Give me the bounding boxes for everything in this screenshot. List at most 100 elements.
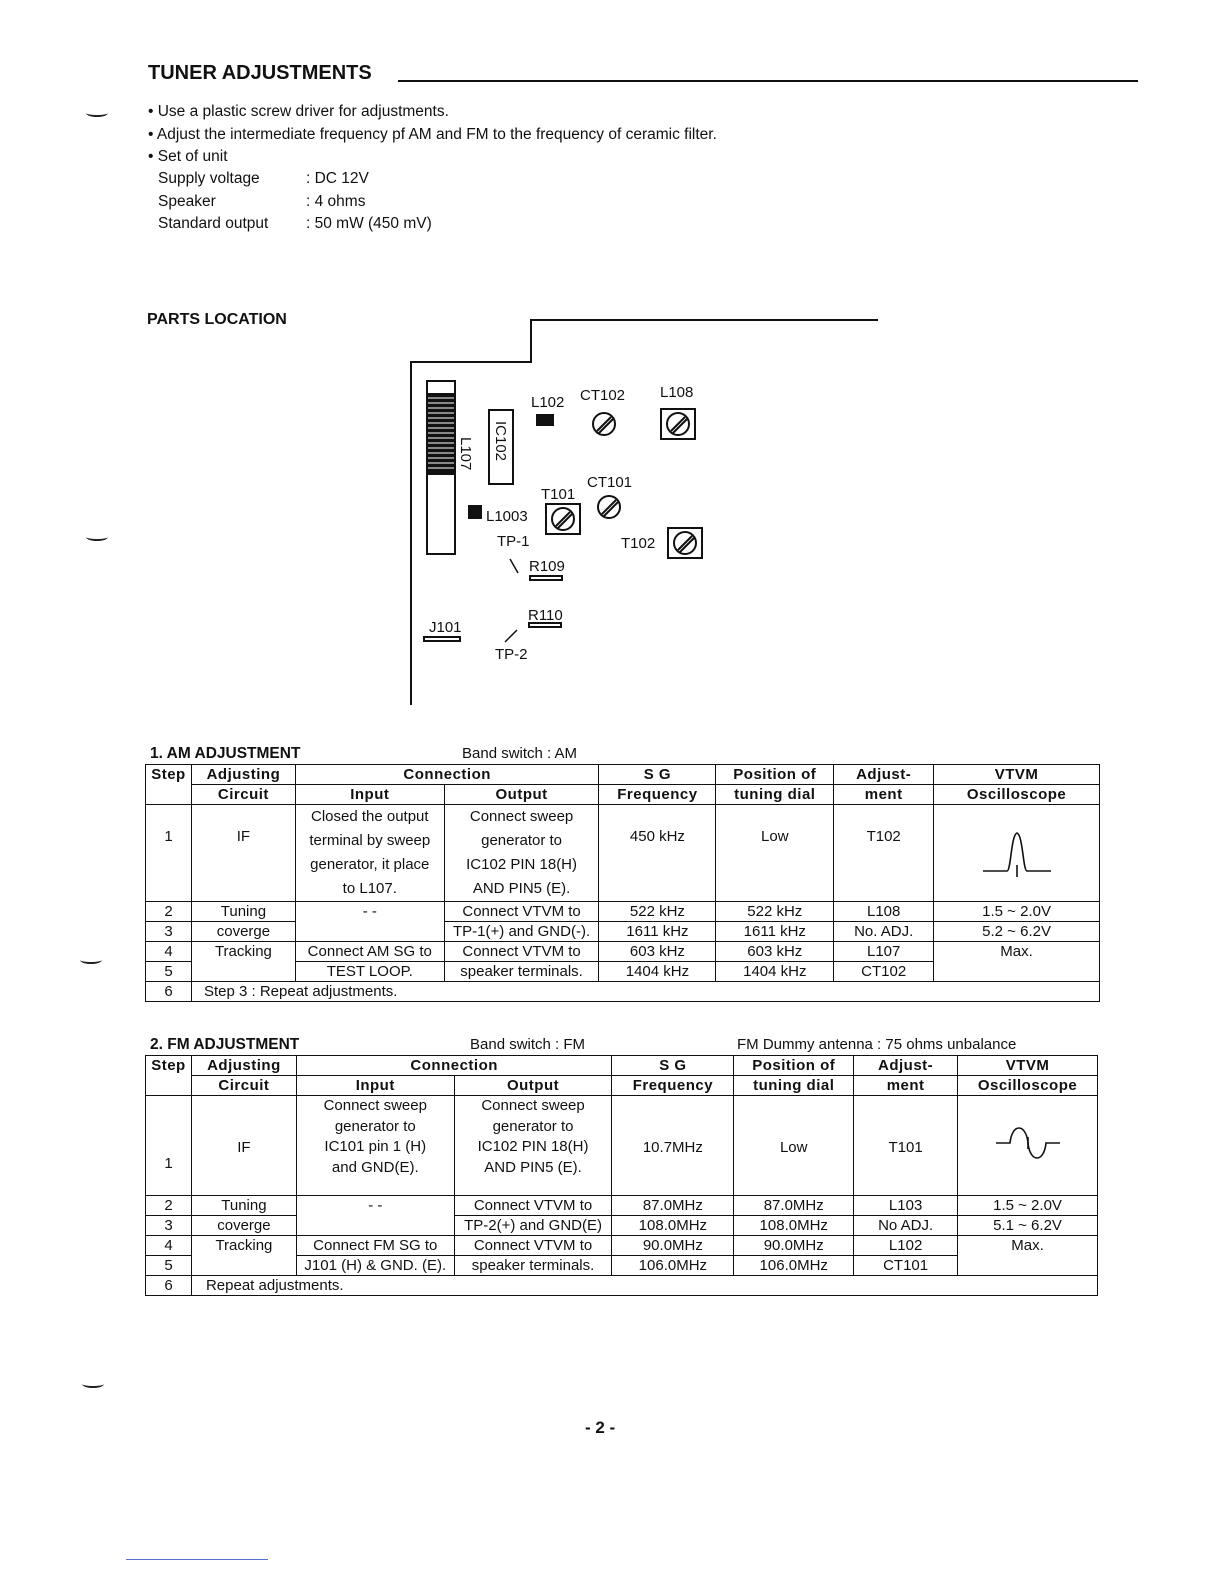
input-line: Closed the output	[310, 808, 429, 825]
sg-cell: 90.0MHz	[611, 1235, 735, 1256]
input-cell: Connect AM SG to	[294, 941, 445, 962]
margin-mark	[82, 1380, 104, 1388]
input-line: to L107.	[342, 880, 397, 897]
footer-rule	[126, 1559, 268, 1560]
output-cell: speaker terminals.	[453, 1255, 613, 1276]
input-line: IC101 pin 1 (H)	[324, 1138, 427, 1155]
output-cell: speaker terminals.	[443, 961, 600, 982]
input-line: generator to	[334, 1117, 416, 1135]
pulse-waveform-icon	[982, 831, 1051, 877]
t102-trimmer-icon	[673, 531, 697, 555]
vtvm-cell: 1.5 ~ 2.0V	[933, 901, 1100, 922]
l102-coil-icon	[536, 414, 554, 426]
header-output: Output	[453, 1075, 613, 1096]
instruction-list: • Use a plastic screw driver for adjustm…	[148, 101, 717, 169]
l1003-coil-icon	[468, 505, 482, 519]
header-ment: ment	[833, 784, 935, 805]
l107-winding-icon	[428, 393, 454, 475]
ct102-trimmer-icon	[592, 412, 616, 436]
j101-part	[423, 636, 461, 642]
table-header-row: Step Adjusting Connection S G Position o…	[145, 764, 1100, 805]
header-adjusting: Adjusting	[190, 764, 296, 785]
position-cell: Low	[733, 1095, 855, 1196]
table-row: 5 TEST LOOP. speaker terminals. 1404 kHz…	[145, 961, 1100, 982]
header-ment: ment	[853, 1075, 959, 1096]
input-cell: Connect sweep generator to IC101 pin 1 (…	[295, 1095, 455, 1196]
page-title: TUNER ADJUSTMENTS	[148, 62, 372, 84]
l107-part	[426, 380, 456, 555]
header-input: Input	[294, 784, 445, 805]
note-cell: Repeat adjustments.	[190, 1275, 1099, 1296]
parts-location-title: PARTS LOCATION	[147, 311, 287, 328]
vtvm-cell: 1.5 ~ 2.0V	[957, 1195, 1098, 1216]
label-l107: L107	[457, 437, 474, 471]
sg-cell: 450 kHz	[598, 804, 717, 902]
output-line: IC102 PIN 18(H)	[477, 1138, 589, 1155]
circuit-cell: IF	[190, 1095, 297, 1196]
pcb-outline	[410, 319, 878, 705]
step-cell: 3	[145, 921, 192, 942]
input-cell: - -	[295, 1195, 455, 1236]
position-cell: Low	[715, 804, 835, 902]
waveform-cell	[957, 1095, 1098, 1196]
t101-trimmer-icon	[551, 507, 575, 531]
spec-value: : 50 mW (450 mV)	[306, 215, 432, 232]
margin-mark	[86, 533, 108, 541]
l108-part	[660, 408, 696, 440]
fm-dummy-antenna: FM Dummy antenna : 75 ohms unbalance	[737, 1036, 1017, 1053]
header-circuit: Circuit	[190, 784, 296, 805]
header-vtvm: VTVM	[957, 1055, 1098, 1076]
table-header-row: Circuit Input Output Frequency tuning di…	[146, 784, 1100, 805]
header-output: Output	[443, 784, 600, 805]
step-cell: 6	[145, 1275, 192, 1296]
adjust-cell: No. ADJ.	[833, 921, 935, 942]
input-cell: Connect FM SG to	[295, 1235, 455, 1256]
l108-trimmer-icon	[666, 412, 690, 436]
r110-part	[528, 622, 562, 628]
pcb-diagram	[410, 319, 878, 705]
label-l1003: L1003	[486, 508, 528, 525]
table-row: 4 Tracking Connect FM SG to Connect VTVM…	[145, 1235, 1098, 1276]
waveform-cell	[933, 804, 1100, 902]
instruction-item: • Set of unit	[148, 148, 228, 165]
adjust-cell: L103	[853, 1195, 959, 1216]
input-line: generator, it place	[310, 856, 430, 873]
title-rule	[398, 80, 1138, 82]
position-cell: 106.0MHz	[733, 1255, 855, 1276]
header-connection: Connection	[295, 1055, 613, 1076]
label-tp2: TP-2	[495, 646, 528, 663]
output-line: IC102 PIN 18(H)	[466, 856, 578, 873]
instruction-item: • Use a plastic screw driver for adjustm…	[148, 103, 449, 120]
spec-row: Supply voltage: DC 12V	[158, 168, 432, 191]
input-cell: - -	[294, 901, 445, 942]
am-adjustment-table: Step Adjusting Connection S G Position o…	[145, 764, 1101, 1002]
position-cell: 87.0MHz	[733, 1195, 855, 1216]
header-sg: S G	[598, 764, 717, 785]
spec-label: Speaker	[158, 192, 216, 210]
table-row: 2 Tuning - - Connect VTVM to 522 kHz 522…	[145, 901, 1100, 942]
sg-cell: 87.0MHz	[611, 1195, 735, 1216]
circuit-cell: Tracking	[190, 941, 296, 982]
output-cell: TP-1(+) and GND(-).	[443, 921, 600, 942]
table-row: 1 IF Closed the output terminal by sweep…	[145, 804, 1100, 902]
spec-label: Standard output	[158, 215, 269, 232]
position-cell: 108.0MHz	[733, 1215, 855, 1236]
adjust-cell: CT101	[853, 1255, 959, 1276]
table-row: 6 Step 3 : Repeat adjustments.	[145, 981, 1101, 1002]
circuit-cell: IF	[190, 804, 296, 902]
header-connection: Connection	[294, 764, 600, 785]
header-circuit: Circuit	[190, 1075, 297, 1096]
sg-cell: 1611 kHz	[598, 921, 717, 942]
step-cell: 2	[145, 901, 192, 922]
output-cell: Connect VTVM to	[453, 1195, 613, 1216]
sg-cell: 522 kHz	[598, 901, 717, 922]
header-vtvm: VTVM	[933, 764, 1100, 785]
label-t101: T101	[541, 486, 576, 503]
step-cell: 4	[145, 941, 192, 962]
table-row: 5 J101 (H) & GND. (E). speaker terminals…	[145, 1255, 1098, 1276]
input-line: and GND(E).	[331, 1158, 419, 1176]
vtvm-cell: Max.	[957, 1235, 1098, 1276]
circuit-cell: coverge	[190, 921, 296, 942]
input-cell: TEST LOOP.	[294, 961, 445, 982]
output-line: Connect sweep	[469, 808, 574, 825]
